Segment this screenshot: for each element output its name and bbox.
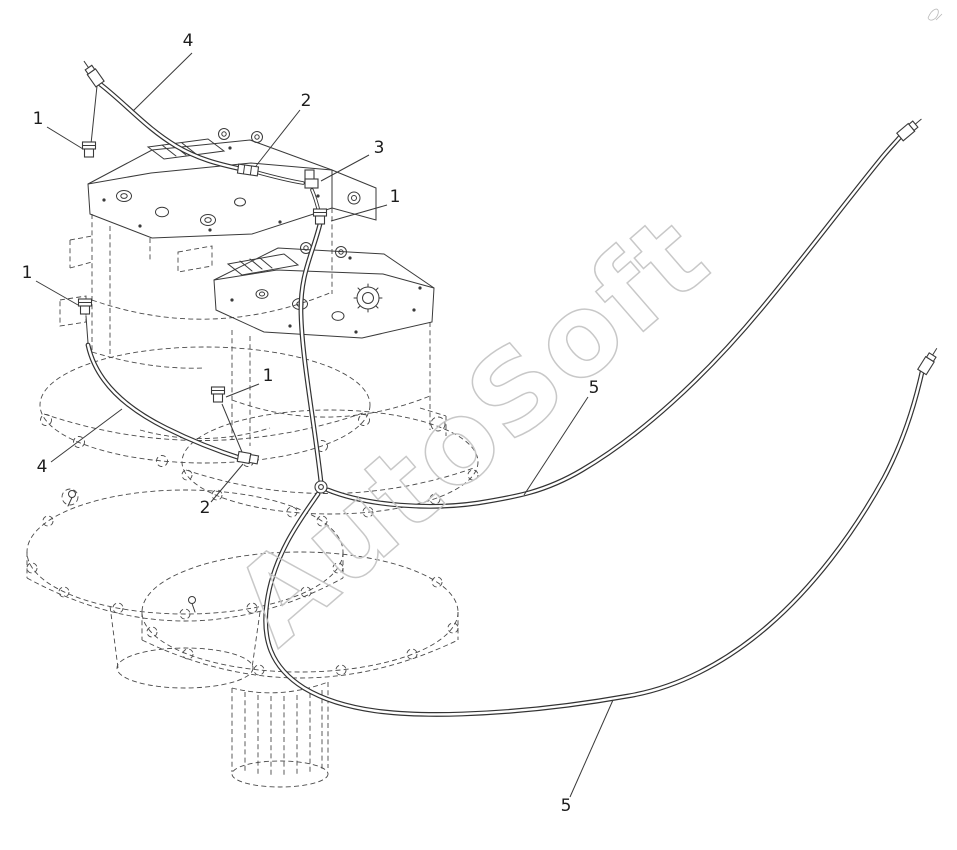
hose-4-upper (100, 84, 241, 169)
straight-fitting-left-upper (81, 141, 97, 158)
callout-5-lower: 5 (561, 796, 572, 816)
hose-end-fitting-top-left (79, 57, 105, 88)
straight-fitting-top-right (312, 208, 328, 225)
front-motor-head (213, 242, 435, 339)
fittings (77, 57, 942, 494)
leader-line (46, 126, 84, 150)
leader-line (132, 52, 193, 112)
callout-3: 3 (374, 138, 385, 158)
leader-line (330, 204, 388, 222)
hose-end-fitting-right-top (896, 114, 926, 142)
leader-line (523, 396, 589, 496)
callout-2-upper: 2 (301, 91, 312, 111)
front-motor-flange (181, 409, 479, 518)
callout-2-lower: 2 (200, 498, 211, 518)
straight-fitting-middle (210, 386, 226, 403)
callout-1-left-lower: 1 (22, 263, 33, 283)
leader-line (320, 154, 370, 182)
corner-mark (927, 8, 943, 21)
hose-end-fitting-right-mid (917, 345, 942, 376)
splined-knob (353, 283, 383, 313)
left-housing-flange (26, 489, 344, 622)
leader-line (35, 280, 79, 306)
callout-5-upper: 5 (589, 378, 600, 398)
leader-line (225, 383, 260, 398)
pedestal (109, 605, 261, 689)
callout-labels: 4 2 3 1 1 1 1 4 2 5 5 (22, 31, 600, 816)
callout-4-lower: 4 (37, 457, 48, 477)
elbow-fitting-top (304, 169, 319, 189)
rear-motor-body (59, 208, 333, 369)
leader-lines (35, 52, 614, 798)
front-motor-body (231, 322, 447, 446)
splined-shaft (231, 681, 329, 788)
machine-outline-dashed (26, 208, 479, 788)
hose-vertical-right (301, 224, 321, 482)
rear-motor-flange (39, 346, 371, 467)
callout-1-left-upper: 1 (33, 109, 44, 129)
straight-fitting-left-lower (77, 298, 93, 315)
callout-1-middle: 1 (263, 366, 274, 386)
leader-line (50, 408, 123, 463)
hose-junction-fitting (314, 480, 328, 494)
watermark-text: AutoSoft (210, 190, 734, 669)
small-bolt-center (188, 596, 196, 613)
callout-4-upper: 4 (183, 31, 194, 51)
leader-line (569, 699, 614, 798)
callout-1-right: 1 (390, 187, 401, 207)
rear-motor-head (87, 128, 377, 239)
union-fitting-top (236, 163, 260, 177)
elbow-fitting-bottom (236, 450, 260, 465)
right-housing-flange (141, 551, 459, 679)
leader-line (255, 109, 301, 167)
leader-line (210, 463, 244, 503)
small-bolt-left (61, 488, 79, 507)
hose-link-top (254, 170, 305, 185)
